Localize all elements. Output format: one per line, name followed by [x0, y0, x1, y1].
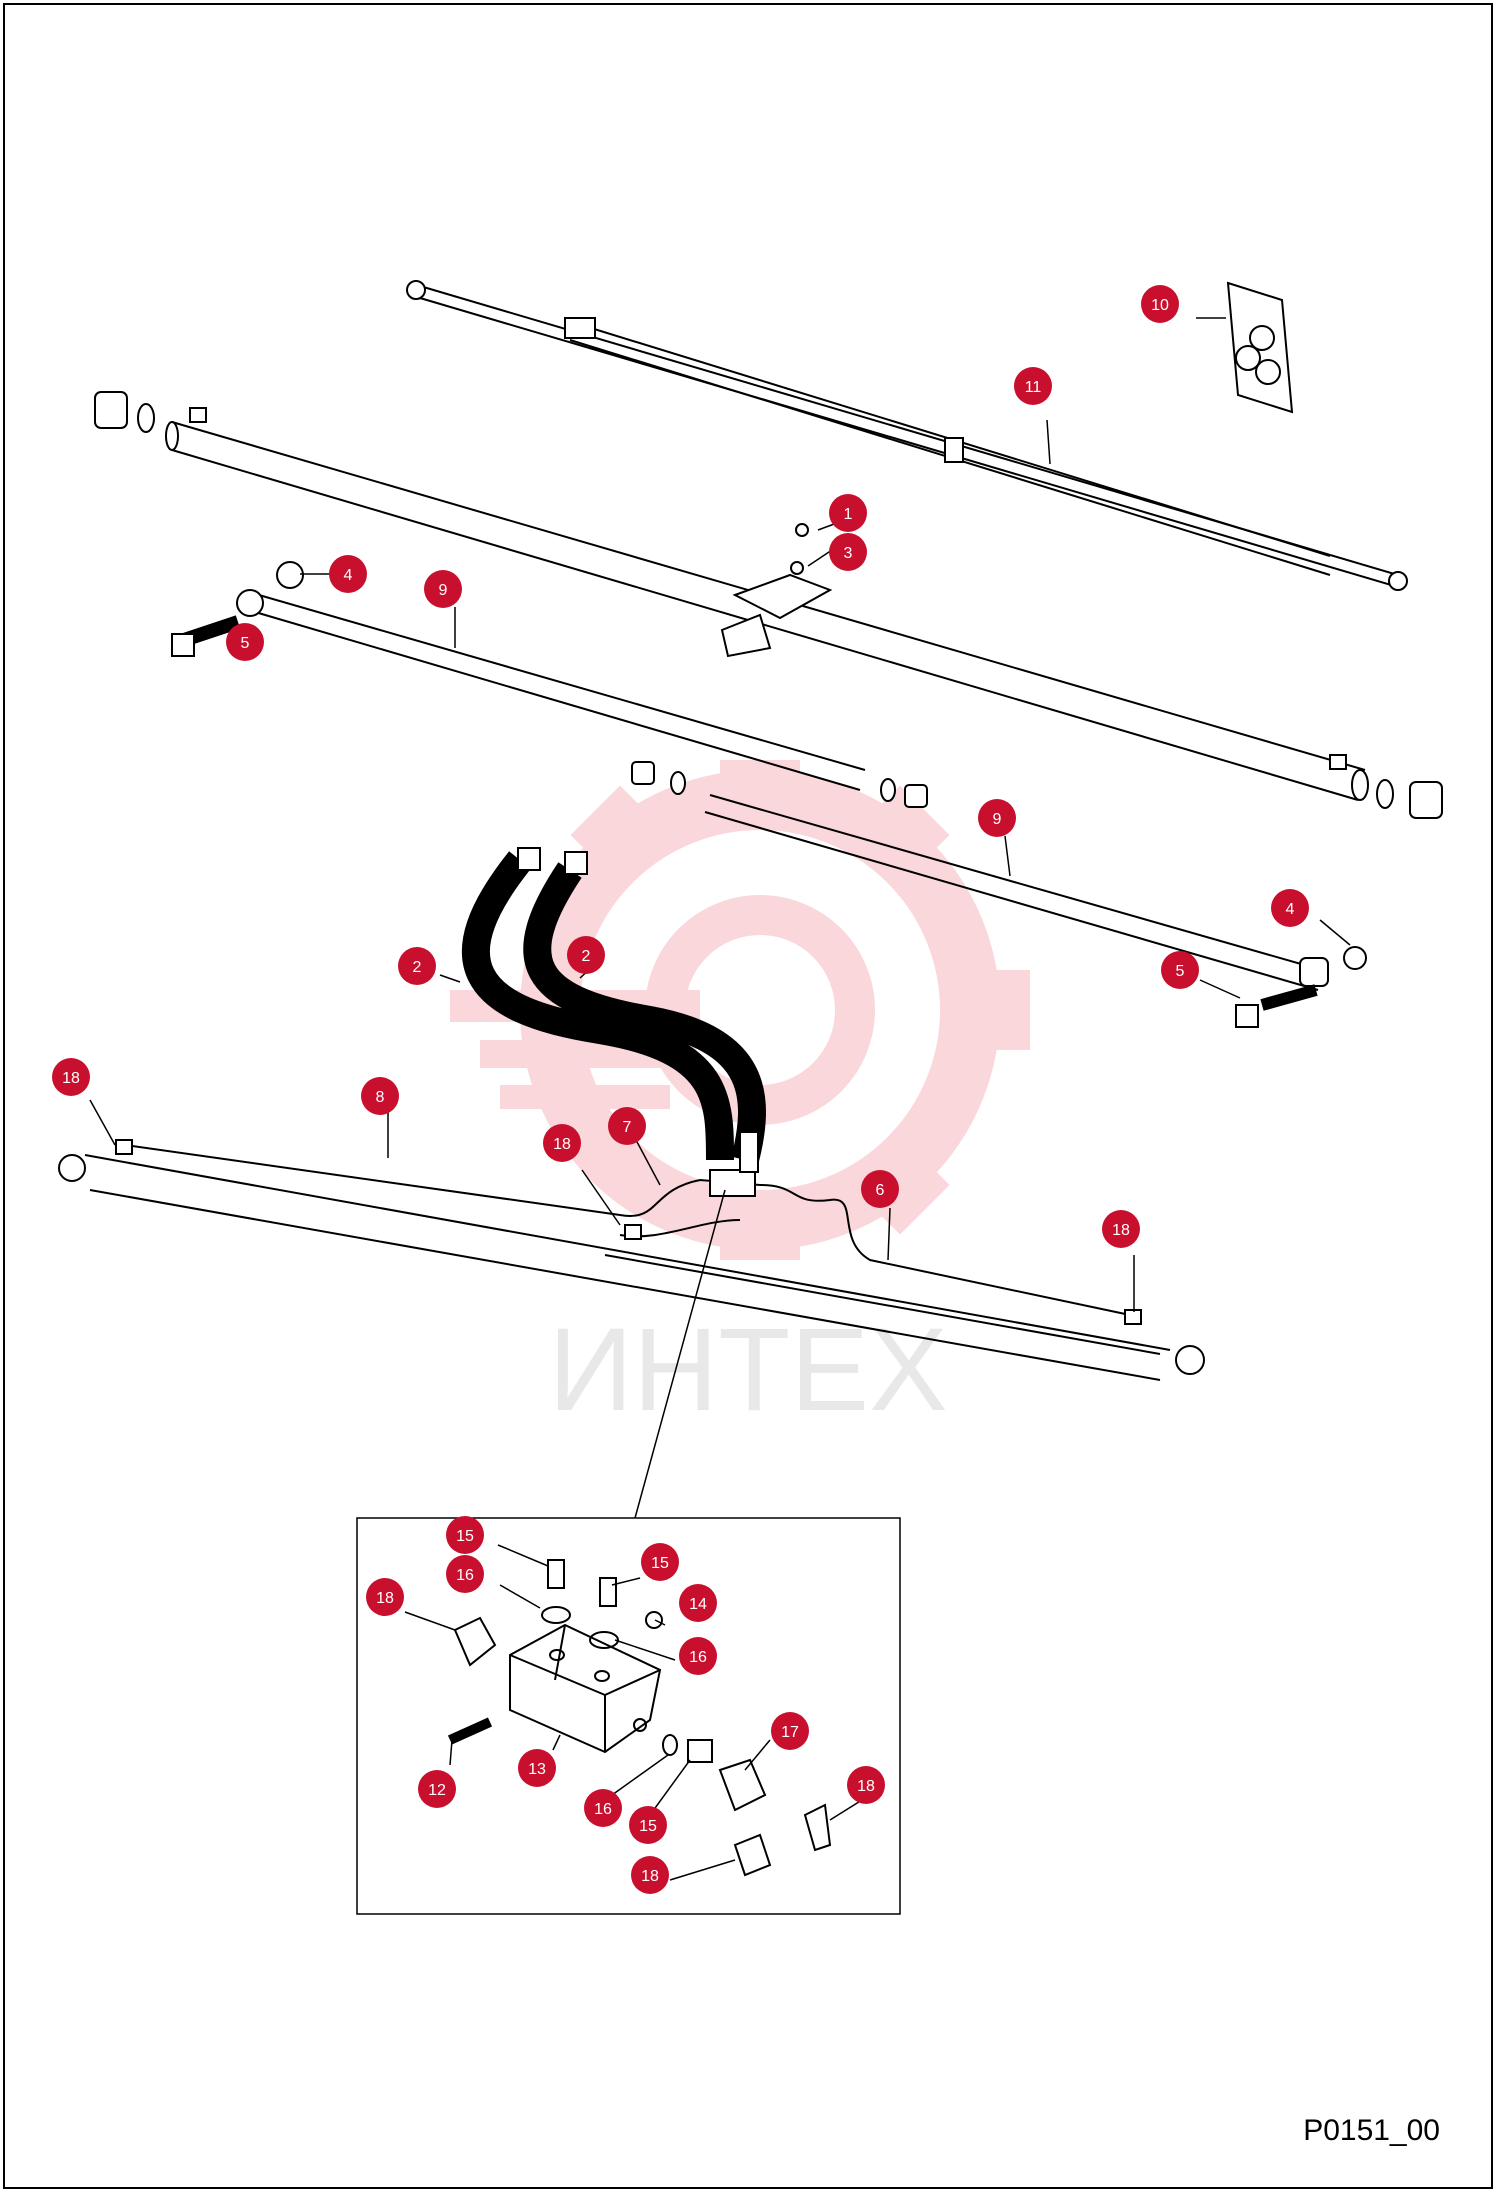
callout-bubble[interactable]: 12	[418, 1770, 456, 1808]
callout-label: 15	[651, 1555, 669, 1572]
hoses	[461, 847, 766, 1164]
callout-bubble[interactable]: 5	[226, 623, 264, 661]
callout-label: 18	[857, 1778, 875, 1795]
callout-bubble[interactable]: 18	[543, 1124, 581, 1162]
callout-label: 4	[344, 567, 353, 584]
drawing-code: P0151_00	[1303, 2114, 1440, 2147]
drawing-frame	[3, 3, 1493, 2189]
callout-bubble[interactable]: 15	[629, 1806, 667, 1844]
callout-bubble[interactable]: 17	[771, 1712, 809, 1750]
manifold-detail	[447, 1559, 832, 1877]
rod-9-left	[171, 589, 866, 791]
callout-label: 16	[689, 1649, 707, 1666]
callout-bubble[interactable]: 8	[361, 1077, 399, 1115]
part-lines	[58, 280, 1443, 1915]
callout-bubble[interactable]: 13	[518, 1749, 556, 1787]
callout-label: 6	[876, 1182, 885, 1199]
callout-label: 5	[241, 635, 250, 652]
callout-bubble[interactable]: 18	[847, 1766, 885, 1804]
callout-label: 2	[413, 959, 422, 976]
watermark-text: ИНТЕХ	[548, 1304, 948, 1436]
rod-9-right	[631, 761, 1367, 1028]
callout-bubble[interactable]: 18	[1102, 1210, 1140, 1248]
callout-label: 18	[553, 1136, 571, 1153]
callout-label: 9	[993, 811, 1002, 828]
callout-bubble[interactable]: 18	[366, 1578, 404, 1616]
callout-leaders	[89, 317, 1351, 1881]
callout-label: 13	[528, 1761, 546, 1778]
callout-bubble[interactable]: 6	[861, 1170, 899, 1208]
callout-label: 8	[376, 1089, 385, 1106]
callout-label: 2	[582, 948, 591, 965]
callout-bubble[interactable]: 11	[1014, 367, 1052, 405]
callout-label: 18	[641, 1868, 659, 1885]
callout-label: 18	[376, 1590, 394, 1607]
cylinders-lower	[58, 1131, 1205, 1381]
callout-bubble[interactable]: 1	[829, 494, 867, 532]
detail-box	[356, 1517, 901, 1915]
callout-bubble[interactable]: 4	[329, 555, 367, 593]
callout-label: 9	[439, 582, 448, 599]
watermark: ИНТЕХ	[450, 760, 1030, 1436]
callout-label: 16	[456, 1567, 474, 1584]
callout-label: 12	[428, 1782, 446, 1799]
callout-label: 17	[781, 1724, 799, 1741]
rod-upper	[406, 280, 1408, 591]
callout-bubble[interactable]: 2	[398, 947, 436, 985]
callout-bubble[interactable]: 18	[52, 1058, 90, 1096]
callout-bubble[interactable]: 16	[679, 1637, 717, 1675]
callout-label: 5	[1176, 963, 1185, 980]
callout-label: 16	[594, 1801, 612, 1818]
callout-bubble[interactable]: 3	[829, 533, 867, 571]
detail-leader	[634, 1189, 726, 1519]
callout-label: 11	[1025, 379, 1042, 396]
callout-bubble[interactable]: 9	[424, 570, 462, 608]
callout-bubble[interactable]: 9	[978, 799, 1016, 837]
callout-bubble[interactable]: 4	[1271, 889, 1309, 927]
seal-kit-bag	[1226, 281, 1294, 414]
callout-label: 4	[1286, 901, 1295, 918]
callout-bubble[interactable]: 7	[608, 1107, 646, 1145]
callout-bubble[interactable]: 15	[446, 1516, 484, 1554]
callout-bubble[interactable]: 18	[631, 1856, 669, 1894]
callout-label: 14	[689, 1596, 707, 1613]
callout-bubble[interactable]: 16	[584, 1789, 622, 1827]
callout-bubble[interactable]: 10	[1141, 285, 1179, 323]
callout-label: 10	[1151, 297, 1169, 314]
callout-label: 15	[639, 1818, 657, 1835]
callout-label: 1	[844, 506, 853, 523]
tube-upper	[94, 391, 1443, 819]
callout-label: 3	[844, 545, 853, 562]
callout-bubbles: 10 11 1 3 4 9 5 9 4 5 2 2 18 8 7 18 6 18…	[52, 285, 1309, 1894]
callout-bubble[interactable]: 16	[446, 1555, 484, 1593]
callout-label: 7	[623, 1119, 632, 1136]
callout-bubble[interactable]: 5	[1161, 951, 1199, 989]
watermark-gear-icon	[450, 760, 1030, 1260]
callout-bubble[interactable]: 2	[567, 936, 605, 974]
callout-label: 15	[456, 1528, 474, 1545]
callout-label: 18	[1112, 1222, 1130, 1239]
callout-bubble[interactable]: 15	[641, 1543, 679, 1581]
callout-label: 18	[62, 1070, 80, 1087]
callout-bubble[interactable]: 14	[679, 1584, 717, 1622]
